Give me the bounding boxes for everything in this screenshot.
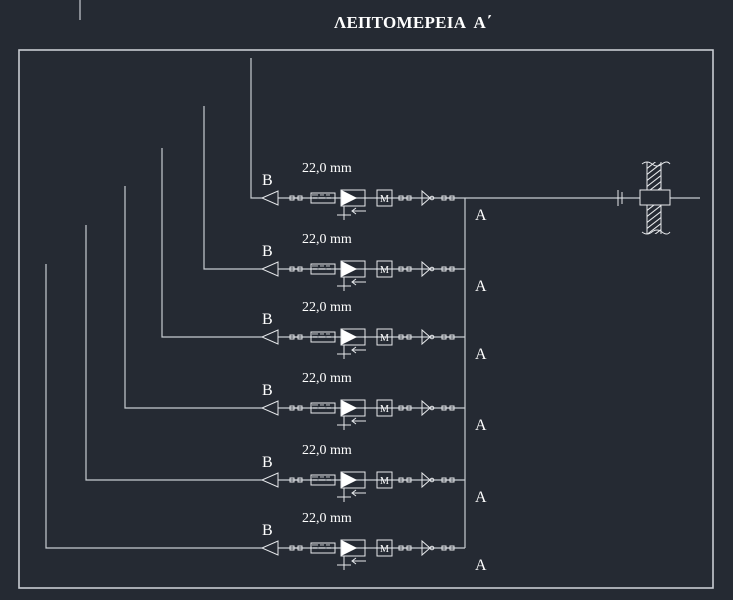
- reducer-icon: [260, 472, 279, 488]
- meter-label: M: [380, 194, 389, 205]
- flange-icon: [617, 190, 623, 206]
- circuit-row: M 22,0 mm B A: [260, 443, 487, 506]
- inlet-label: B: [262, 454, 273, 471]
- check-valve-icon: [421, 539, 435, 557]
- check-valve-icon: [421, 189, 435, 207]
- circuit-row: M 22,0 mm B A: [260, 371, 487, 434]
- inlet-label: B: [262, 311, 273, 328]
- outlet-label: A: [475, 346, 487, 363]
- meter-icon: M: [376, 328, 393, 346]
- dimension-label: 22,0 mm: [302, 161, 352, 176]
- inlet-label: B: [262, 172, 273, 189]
- branch-riser-line: [85, 225, 262, 481]
- circuit-row: M 22,0 mm B A: [260, 300, 487, 363]
- branch-riser-line: [124, 186, 262, 409]
- circuit-row: M 22,0 mm B A: [260, 511, 487, 574]
- circuit-row: M 22,0 mm B A: [260, 161, 487, 224]
- strainer-icon: [310, 542, 336, 554]
- union-icon: [398, 334, 412, 340]
- meter-label: M: [380, 476, 389, 487]
- reducer-icon: [260, 261, 279, 277]
- reducer-icon: [260, 329, 279, 345]
- reducer-icon: [260, 190, 279, 206]
- union-icon: [441, 405, 455, 411]
- pump-icon: [337, 328, 366, 359]
- branch-riser-line: [203, 106, 262, 270]
- pump-icon: [337, 260, 366, 291]
- pump-icon: [337, 399, 366, 430]
- reducer-icon: [260, 400, 279, 416]
- union-icon: [289, 405, 303, 411]
- outlet-label: A: [475, 278, 487, 295]
- branch-riser-line: [161, 148, 262, 338]
- dimension-label: 22,0 mm: [302, 300, 352, 315]
- union-icon: [289, 477, 303, 483]
- meter-icon: M: [376, 539, 393, 557]
- dimension-label: 22,0 mm: [302, 232, 352, 247]
- union-icon: [441, 266, 455, 272]
- outlet-label: A: [475, 207, 487, 224]
- union-icon: [289, 545, 303, 551]
- union-icon: [289, 266, 303, 272]
- meter-icon: M: [376, 189, 393, 207]
- strainer-icon: [310, 192, 336, 204]
- drawing-frame: [18, 49, 714, 589]
- dimension-label: 22,0 mm: [302, 511, 352, 526]
- union-icon: [398, 405, 412, 411]
- strainer-icon: [310, 402, 336, 414]
- wall-sleeve-icon: [639, 161, 671, 235]
- check-valve-icon: [421, 328, 435, 346]
- meter-label: M: [380, 265, 389, 276]
- meter-icon: M: [376, 260, 393, 278]
- meter-label: M: [380, 333, 389, 344]
- union-icon: [289, 334, 303, 340]
- check-valve-icon: [421, 399, 435, 417]
- union-icon: [441, 334, 455, 340]
- union-icon: [398, 477, 412, 483]
- union-icon: [441, 477, 455, 483]
- strainer-icon: [310, 474, 336, 486]
- pump-icon: [337, 189, 366, 220]
- union-icon: [398, 545, 412, 551]
- union-icon: [441, 545, 455, 551]
- meter-icon: M: [376, 399, 393, 417]
- inlet-label: B: [262, 522, 273, 539]
- check-valve-icon: [421, 471, 435, 489]
- drawing-title: ΛΕΠΤΟΜΕΡΕΙΑ Α΄: [334, 13, 493, 32]
- dimension-label: 22,0 mm: [302, 371, 352, 386]
- pump-icon: [337, 539, 366, 570]
- strainer-icon: [310, 331, 336, 343]
- circuit-row: M 22,0 mm B A: [260, 232, 487, 295]
- outlet-label: A: [475, 557, 487, 574]
- union-icon: [289, 195, 303, 201]
- meter-icon: M: [376, 471, 393, 489]
- reducer-icon: [260, 540, 279, 556]
- branch-riser-line: [45, 264, 262, 549]
- union-icon: [398, 195, 412, 201]
- outlet-label: A: [475, 489, 487, 506]
- inlet-label: B: [262, 382, 273, 399]
- inlet-label: B: [262, 243, 273, 260]
- outlet-label: A: [475, 417, 487, 434]
- union-icon: [441, 195, 455, 201]
- dimension-label: 22,0 mm: [302, 443, 352, 458]
- meter-label: M: [380, 404, 389, 415]
- check-valve-icon: [421, 260, 435, 278]
- pump-icon: [337, 471, 366, 502]
- meter-label: M: [380, 544, 389, 555]
- union-icon: [398, 266, 412, 272]
- branch-riser-line: [250, 58, 262, 199]
- strainer-icon: [310, 263, 336, 275]
